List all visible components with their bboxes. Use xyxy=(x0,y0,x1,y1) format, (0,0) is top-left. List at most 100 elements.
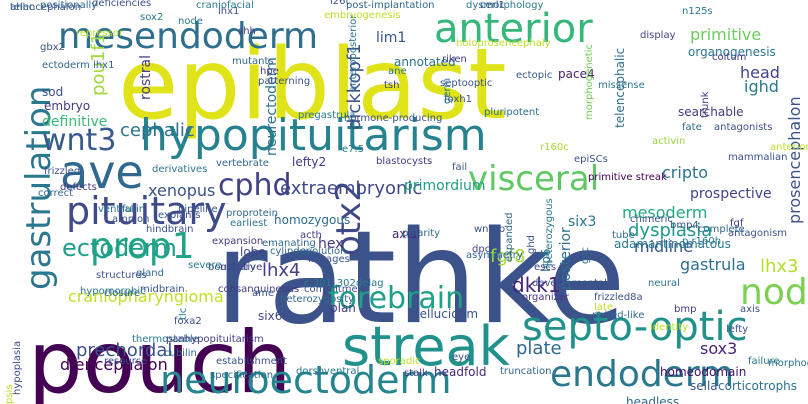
word-organizer: organizer xyxy=(522,292,570,303)
word-rathke: rathke xyxy=(215,204,626,353)
word-mesendoderm: mesendoderm xyxy=(58,16,318,57)
word-identity: identity xyxy=(650,322,688,333)
word-craniopharyngioma: craniopharyngioma xyxy=(68,287,224,306)
word-six6: six6 xyxy=(258,309,282,323)
word-failure: failure xyxy=(748,356,780,367)
word-coitum: coitum xyxy=(712,52,746,63)
word-ighd: ighd xyxy=(744,77,779,96)
word-homozygous: homozygous xyxy=(274,213,350,227)
word-plan: plan xyxy=(330,301,356,315)
word-sox2: sox2 xyxy=(140,12,163,23)
word-sella: sella xyxy=(690,379,718,393)
word-visceral: visceral xyxy=(468,159,599,199)
word-head: head xyxy=(740,63,780,82)
word-lobe: lobe xyxy=(240,245,266,259)
word-morphogenetic: morphogenetic xyxy=(584,44,595,120)
word-gastrula: gastrula xyxy=(680,255,746,274)
word-diencephalon: diencephalon xyxy=(60,355,168,374)
word-fgf: fgf xyxy=(730,218,744,229)
word-anterior: anterior xyxy=(434,6,593,52)
word-cphd: cphd xyxy=(218,168,292,203)
word-nodal: nodal xyxy=(740,272,808,313)
word-n125s: n125s xyxy=(682,6,713,17)
word-layer: epiblastrathkepouchhypopituitarismstreak… xyxy=(4,0,808,404)
word-gland: gland xyxy=(136,268,164,279)
word-dickkopf1: dickkopf1 xyxy=(344,43,365,130)
word-sporadic: sporadic xyxy=(378,356,421,367)
word-e7-5: e7.5 xyxy=(342,144,364,155)
word-late: late xyxy=(594,302,613,313)
word-defects: defects xyxy=(60,182,97,193)
word-annotated: annotated xyxy=(394,55,456,69)
word-node: node xyxy=(178,16,203,27)
word-rostral: rostral xyxy=(138,55,154,100)
word-furin: furin xyxy=(122,204,145,215)
word-neural: neural xyxy=(648,278,680,289)
word-asymmetry: asymmetry xyxy=(466,250,523,261)
word-telencephalon: telencephalon xyxy=(10,2,81,13)
word-wnt8b: wnt8b xyxy=(474,224,505,235)
word-tube: tube xyxy=(612,230,635,241)
word-repressor: repressor xyxy=(76,28,124,39)
word-vertebrate: vertebrate xyxy=(216,158,269,169)
word-pellucidum: pellucidum xyxy=(412,307,478,321)
word-dpc: dpc xyxy=(472,244,490,255)
word-trunk: trunk xyxy=(700,91,711,118)
word-headfold: headfold xyxy=(434,365,486,379)
word-ectopic: ectopic xyxy=(516,70,552,81)
word-gastrulation: gastrulation xyxy=(19,86,59,290)
word-prop1: prop1 xyxy=(90,226,195,267)
word-pregastrula: pregastrula xyxy=(298,110,355,121)
word-thermostable: thermostable xyxy=(132,334,199,345)
word-corticotrophs: corticotrophs xyxy=(718,379,797,393)
word-consanguineous: consanguineous xyxy=(218,284,299,295)
word-pou1f1: pou1f1 xyxy=(88,33,109,96)
word-sox3: sox3 xyxy=(700,339,737,358)
word-neurectoderm: neurectoderm xyxy=(264,57,280,156)
word-xenopus: xenopus xyxy=(148,181,215,200)
word-hypoplasia: hypoplasia xyxy=(12,341,23,395)
word-six3: six3 xyxy=(568,214,596,230)
word-psis: psis xyxy=(4,384,15,404)
word-hypomorphic: hypomorphic xyxy=(80,286,146,297)
word-ghd: ghd xyxy=(526,235,537,254)
word-resource: resource xyxy=(104,356,147,367)
word-organogenesis: organogenesis xyxy=(688,45,776,59)
word-earliest: earliest xyxy=(230,218,267,229)
word-mesoderm: mesoderm xyxy=(622,203,707,222)
word-c-301-302delag: c.301_302delag xyxy=(304,278,384,289)
word-lim1: lim1 xyxy=(376,30,406,46)
word-endoderm: endoderm xyxy=(550,354,734,395)
word-frizzled8a: frizzled8a xyxy=(594,292,643,303)
word-gsc: gsc xyxy=(580,247,591,264)
word-antagonists: antagonists xyxy=(714,122,772,133)
word-septooptic: septooptic xyxy=(440,78,492,89)
word-post-implantation: post-implantation xyxy=(346,0,435,11)
word-stalk: stalk xyxy=(404,368,428,379)
word-fail: fail xyxy=(452,162,467,173)
word-panhypopituitarism: panhypopituitarism xyxy=(166,334,264,345)
word-fate: fate xyxy=(682,122,702,133)
word-commitment: commitment xyxy=(304,284,368,295)
word-expanded: expanded xyxy=(504,212,515,262)
word-axial: axial xyxy=(392,227,420,241)
word-craniofacial: craniofacial xyxy=(196,0,254,11)
word-blastocysts: blastocysts xyxy=(376,156,432,167)
word-paired-like: paired-like xyxy=(592,310,644,321)
word-searchable: searchable xyxy=(678,105,744,119)
word-riken: riken xyxy=(442,54,467,65)
word-episcs: epiSCs xyxy=(574,154,608,165)
word-dysplasia: dysplasia xyxy=(628,220,712,241)
word-fgf8: fgf8 xyxy=(490,246,526,267)
word-septo-optic: septo-optic xyxy=(522,304,748,350)
word-ventral: ventral xyxy=(98,204,133,215)
word-frizzled: frizzled xyxy=(44,166,80,177)
word-pouch: pouch xyxy=(28,313,292,404)
word-cubilin: cubilin xyxy=(164,348,197,359)
word-truncation: truncation xyxy=(500,366,552,377)
word-hex: hex xyxy=(318,236,344,252)
word-posterior: posterior xyxy=(558,227,574,290)
word-chimeric: chimeric xyxy=(630,214,673,225)
word-cylinder: cylinder xyxy=(270,246,311,257)
word-r160c: r160c xyxy=(540,142,569,153)
